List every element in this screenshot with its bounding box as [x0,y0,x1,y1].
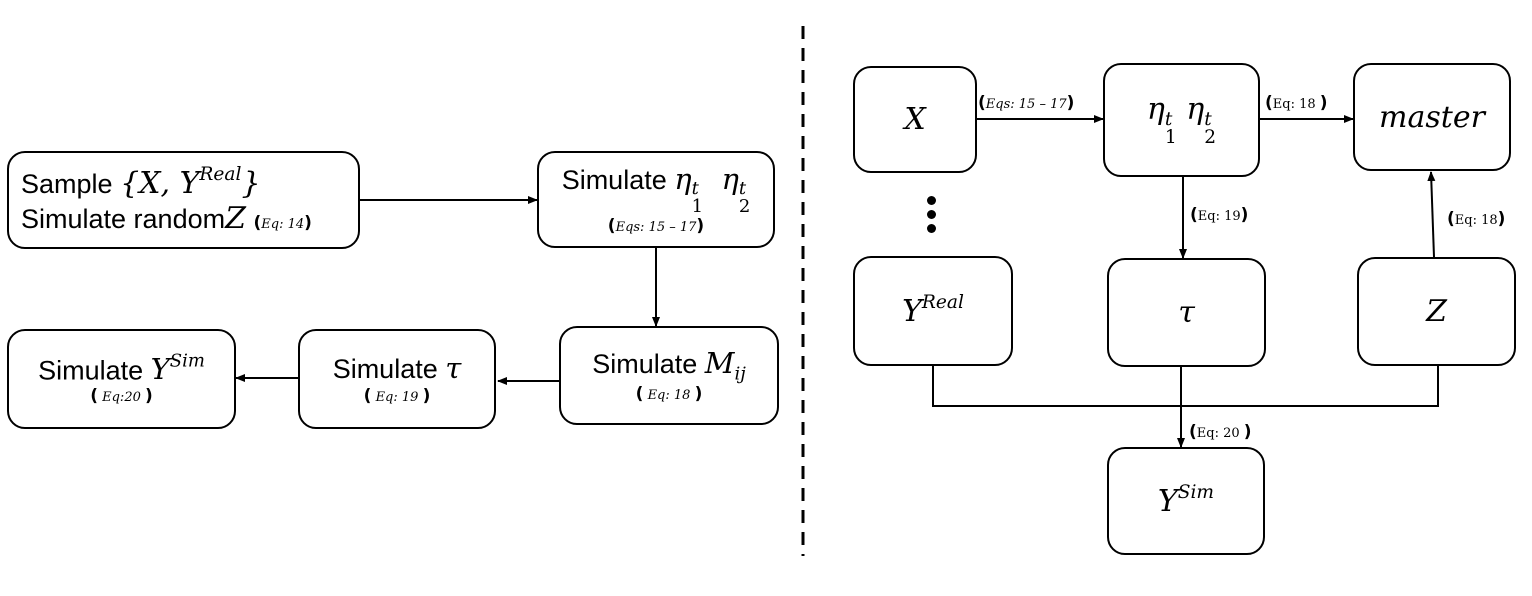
ellipsis-icon [921,190,943,234]
z-variable: Z [1426,294,1447,329]
simulate-m-title: Simulate Mij [592,345,746,384]
node-master: master [1353,63,1511,171]
yreal-variable: YReal [902,292,964,330]
z-variable: Z [225,200,246,236]
eq-reference: ( Eq: 19 ) [363,385,431,406]
node-x: X [853,66,977,173]
sample-line: Sample {X, YReal} [21,164,261,202]
sample-box: Sample {X, YReal} Simulate randomZ (Eq: … [7,151,360,249]
node-yreal: YReal [853,256,1013,366]
eq-reference: (Eq: 14) [253,212,312,233]
edge-label-x-to-eta: (Eqs: 15 – 17) [978,93,1075,113]
edge-z-to-master [1427,171,1436,258]
sample-set: {X, YReal} [120,163,261,201]
edge-label-to-ysim: (Eq: 20 ) [1189,422,1252,442]
simulate-random-label: Simulate random [21,203,226,234]
ysim-variable: YSim [1157,482,1215,520]
node-ysim: YSim [1107,447,1265,555]
eq-reference: ( Eq: 18 ) [635,384,703,405]
edge-yreal-z-join [932,366,1439,407]
simulate-z-line: Simulate randomZ (Eq: 14) [21,200,312,237]
simulate-tau-box: Simulate τ ( Eq: 19 ) [298,329,496,429]
edge-label-eta-to-master: (Eq: 18 ) [1265,93,1328,113]
master-variable: master [1379,99,1485,135]
edge-label-eta-to-tau: (Eq: 19) [1190,205,1249,225]
sample-label: Sample [21,169,113,199]
tau-variable: τ [1178,295,1195,330]
node-z: Z [1357,257,1516,366]
eq-reference: (Eqs: 15 – 17) [607,216,705,237]
eq-reference: ( Eq:20 ) [90,386,153,407]
x-variable: X [904,102,926,137]
simulate-ysim-box: Simulate YSim ( Eq:20 ) [7,329,236,429]
simulate-ysim-title: Simulate YSim [38,350,205,387]
simulate-m-box: Simulate Mij ( Eq: 18 ) [559,326,779,425]
node-tau: τ [1107,258,1266,367]
edge-label-z-to-master: (Eq: 18) [1447,209,1506,229]
simulate-tau-title: Simulate τ [332,351,462,386]
